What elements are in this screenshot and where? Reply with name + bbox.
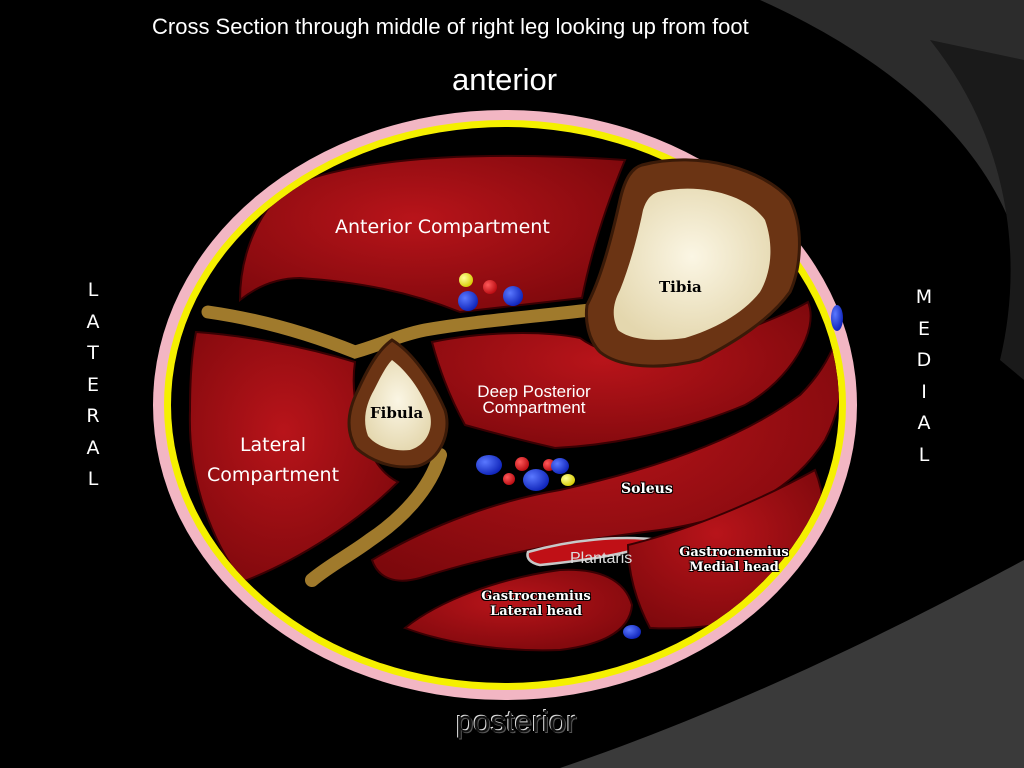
great-saphenous-vein-dot (831, 305, 843, 331)
medial-letter: I (921, 380, 927, 403)
gastrocnemius-medial-head-label: Gastrocnemius Medial head (664, 545, 804, 575)
nerve-dot (459, 273, 473, 287)
lateral-letter: L (87, 279, 99, 301)
lateral-letter: A (86, 310, 100, 333)
lateral-letter: A (86, 436, 100, 459)
vein-dot (503, 286, 523, 306)
soleus-label: Soleus (621, 481, 673, 497)
medial-letter: E (917, 317, 930, 340)
fibula-bone (347, 338, 449, 469)
anterior-compartment-label: Anterior Compartment (335, 216, 550, 238)
posterior-label: posterior (456, 704, 577, 739)
deep-posterior-label-line1: Deep Posterior (477, 382, 591, 401)
slide-title: Cross Section through middle of right le… (152, 14, 749, 39)
vein-dot (458, 291, 478, 311)
gastroc-lateral-line2: Lateral head (490, 604, 582, 619)
small-saphenous-vein-dot (623, 625, 641, 639)
posterior-intermuscular-septum (305, 448, 447, 587)
fibula-label: Fibula (370, 404, 424, 422)
lateral-letter: T (87, 342, 99, 364)
medial-letter: D (916, 349, 932, 371)
vein-dot (551, 458, 569, 474)
lateral-letter: L (87, 468, 99, 490)
lateral-side-label: L A T E R A L (82, 275, 104, 496)
lateral-compartment-label-line1: Lateral (239, 434, 307, 456)
anterior-label: anterior (452, 62, 558, 97)
gastrocnemius-lateral-head-label: Gastrocnemius Lateral head (466, 589, 606, 619)
plantaris-label: Plantaris (570, 550, 633, 567)
background-swoosh (930, 40, 1024, 380)
nerve-dot (561, 474, 575, 486)
medial-letter: A (917, 412, 931, 434)
gastroc-lateral-line1: Gastrocnemius (481, 589, 591, 604)
artery-dot (503, 473, 515, 485)
deep-posterior-compartment-label: Deep Posterior Compartment (464, 382, 604, 417)
gastrocnemius-lateral-head-muscle (403, 568, 634, 652)
deep-posterior-label-line2: Compartment (482, 398, 586, 417)
background-swoosh (560, 560, 1024, 768)
gastroc-medial-line2: Medial head (689, 560, 779, 575)
lateral-compartment-muscle (188, 330, 400, 584)
lateral-compartment-label-line2: Compartment (206, 464, 340, 486)
lateral-letter: R (86, 405, 100, 427)
medial-side-label: M E D I A L (912, 282, 936, 471)
artery-dot (483, 280, 497, 294)
vein-dot (476, 455, 502, 475)
artery-dot (515, 457, 529, 471)
vein-dot (523, 469, 549, 491)
lateral-letter: E (86, 373, 99, 396)
deep-posterior-muscle (430, 300, 812, 450)
tibia-bone (584, 158, 801, 368)
medial-letter: M (915, 286, 933, 308)
tibia-label: Tibia (659, 278, 702, 296)
background-swoosh (760, 0, 1024, 330)
medial-letter: L (918, 443, 930, 466)
gastroc-medial-line1: Gastrocnemius (679, 545, 789, 560)
lateral-compartment-label: Lateral Compartment (200, 430, 346, 490)
